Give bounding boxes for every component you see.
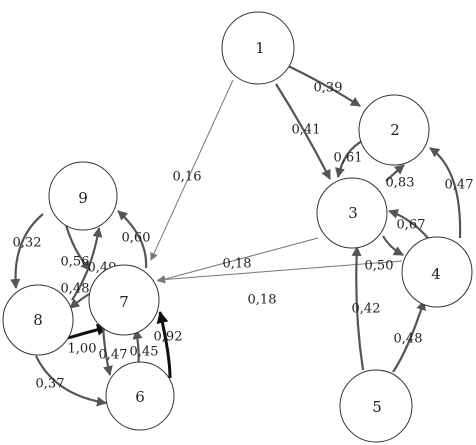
edge-3-2 [385,164,405,182]
edge-label-8-7: 1,00 [68,342,97,357]
node-label-4: 4 [431,265,441,283]
node-3: 3 [316,177,388,249]
edge-label-5-4: 0,48 [394,332,423,347]
node-4: 4 [401,236,473,308]
edge-7-8 [69,293,90,309]
edge-label-9-8: 0,32 [13,236,42,251]
edge-label-8-6: 0,37 [36,377,65,392]
edge-label-1-2: 0,39 [314,81,343,96]
edge-8-6 [35,355,107,407]
edge-label-3-4: 0,50 [365,259,394,274]
edge-label-9-7: 0,56 [61,255,90,270]
edge-label-3-2: 0,83 [386,176,415,191]
edge-3-4 [382,235,404,256]
node-label-1: 1 [255,39,265,57]
node-label-8: 8 [33,311,43,329]
edge-1-7 [150,79,234,261]
edge-label-4-3: 0,67 [397,218,426,233]
node-1: 1 [221,11,295,85]
edge-label-5-3: 0,42 [352,302,381,317]
edge-4-3 [388,209,429,239]
node-6: 6 [105,361,175,431]
edge-4-7 [157,260,403,284]
node-8: 8 [2,284,74,356]
edge-1-2 [287,65,361,107]
edge-7-9 [117,210,148,269]
edge-5-3 [351,246,365,371]
edge-label-3-7: 0,18 [223,257,252,272]
edge-4-2 [429,147,462,239]
edge-6-7-b [156,311,172,379]
edge-label-7-9: 0,60 [122,231,151,246]
edge-label-2-3: 0,61 [334,151,363,166]
edge-label-6-7: 0,45 [130,345,159,360]
node-label-3: 3 [348,204,358,222]
edge-labels-layer: 0,39 0,41 0,16 0,61 0,83 0,47 0,67 0,50 … [13,81,474,392]
edge-label-1-3: 0,41 [292,123,321,138]
edge-label-1-7: 0,16 [173,170,202,185]
node-label-6: 6 [135,388,145,406]
edge-3-7 [157,237,319,284]
node-7: 7 [88,264,160,336]
node-label-5: 5 [372,398,382,416]
edge-label-7-8: 0,48 [61,282,90,297]
edges-layer [10,65,462,407]
edge-8-7 [67,323,109,340]
nodes-layer: 1 2 3 4 5 6 7 8 [2,11,473,443]
edge-label-6-7-b: 0,92 [154,330,183,345]
node-label-2: 2 [390,121,400,139]
node-9: 9 [48,161,118,231]
edge-label-7-6: 0,47 [99,348,128,363]
node-label-7: 7 [119,293,129,311]
edge-label-4-7: 0,18 [248,293,277,308]
node-label-9: 9 [78,189,88,207]
edge-9-8 [10,213,44,289]
node-2: 2 [358,94,430,166]
edge-1-3 [275,83,331,180]
edge-9-7 [64,224,91,271]
node-5: 5 [339,369,413,443]
edge-8-9 [71,227,103,301]
edge-label-4-2: 0,47 [445,178,474,193]
edge-5-4 [392,300,426,373]
